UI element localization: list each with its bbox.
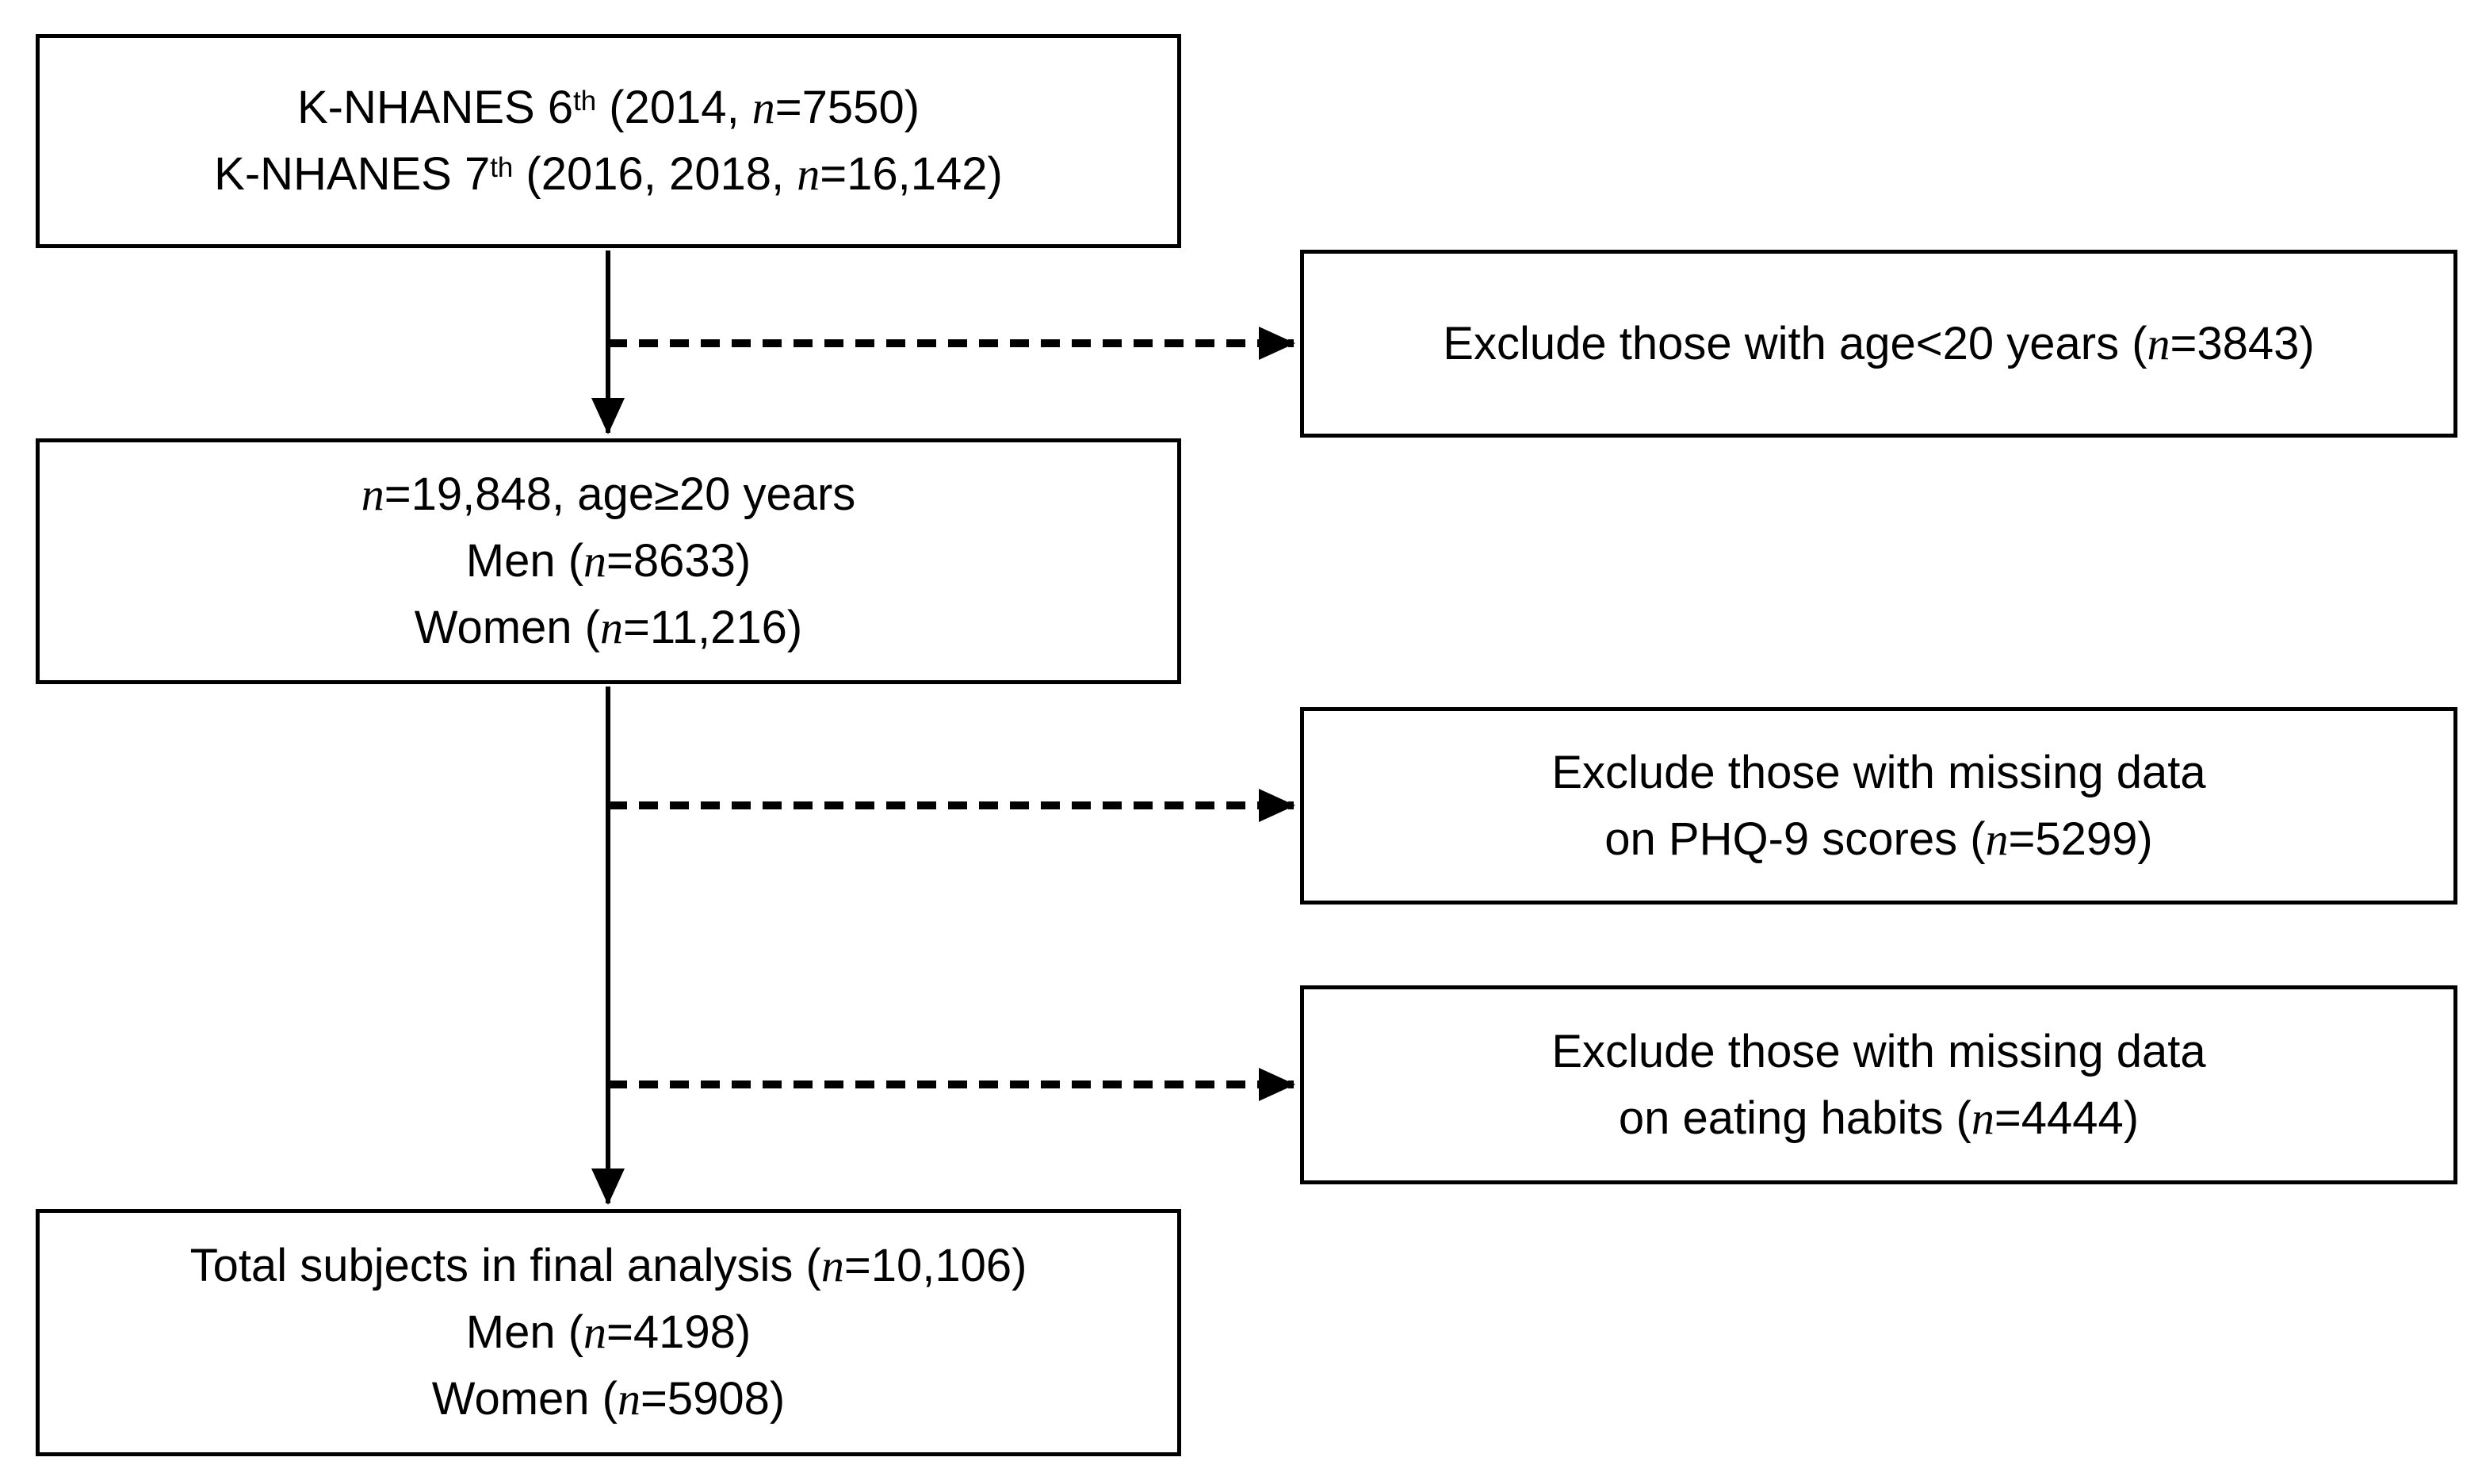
text-line: Women (n=5908) bbox=[431, 1373, 786, 1425]
text-line: n=19,848, age≥20 years bbox=[361, 469, 856, 520]
box-exclude-eating-missing: Exclude those with missing data on eating… bbox=[1300, 985, 2457, 1184]
text-line: Exclude those with age<20 years (n=3843) bbox=[1443, 317, 2315, 369]
text-line: Women (n=11,216) bbox=[414, 602, 803, 653]
box-exclude-phq9-missing: Exclude those with missing data on PHQ-9 … bbox=[1300, 707, 2457, 905]
text-line: Exclude those with missing data bbox=[1551, 1025, 2206, 1077]
text-line: on PHQ-9 scores (n=5299) bbox=[1604, 813, 2153, 865]
text-line: on eating habits (n=4444) bbox=[1618, 1092, 2140, 1144]
text-line: Total subjects in final analysis (n=10,1… bbox=[189, 1240, 1027, 1291]
text-line: Men (n=8633) bbox=[465, 535, 751, 587]
text-line: K-NHANES 6th (2014, n=7550) bbox=[296, 82, 920, 133]
text-line: Exclude those with missing data bbox=[1551, 746, 2206, 798]
box-exclude-age: Exclude those with age<20 years (n=3843) bbox=[1300, 250, 2457, 438]
box-final-analysis: Total subjects in final analysis (n=10,1… bbox=[36, 1209, 1181, 1456]
box-source-population: K-NHANES 6th (2014, n=7550) K-NHANES 7th … bbox=[36, 34, 1181, 248]
text-line: Men (n=4198) bbox=[465, 1306, 751, 1358]
text-line: K-NHANES 7th (2016, 2018, n=16,142) bbox=[214, 148, 1003, 200]
